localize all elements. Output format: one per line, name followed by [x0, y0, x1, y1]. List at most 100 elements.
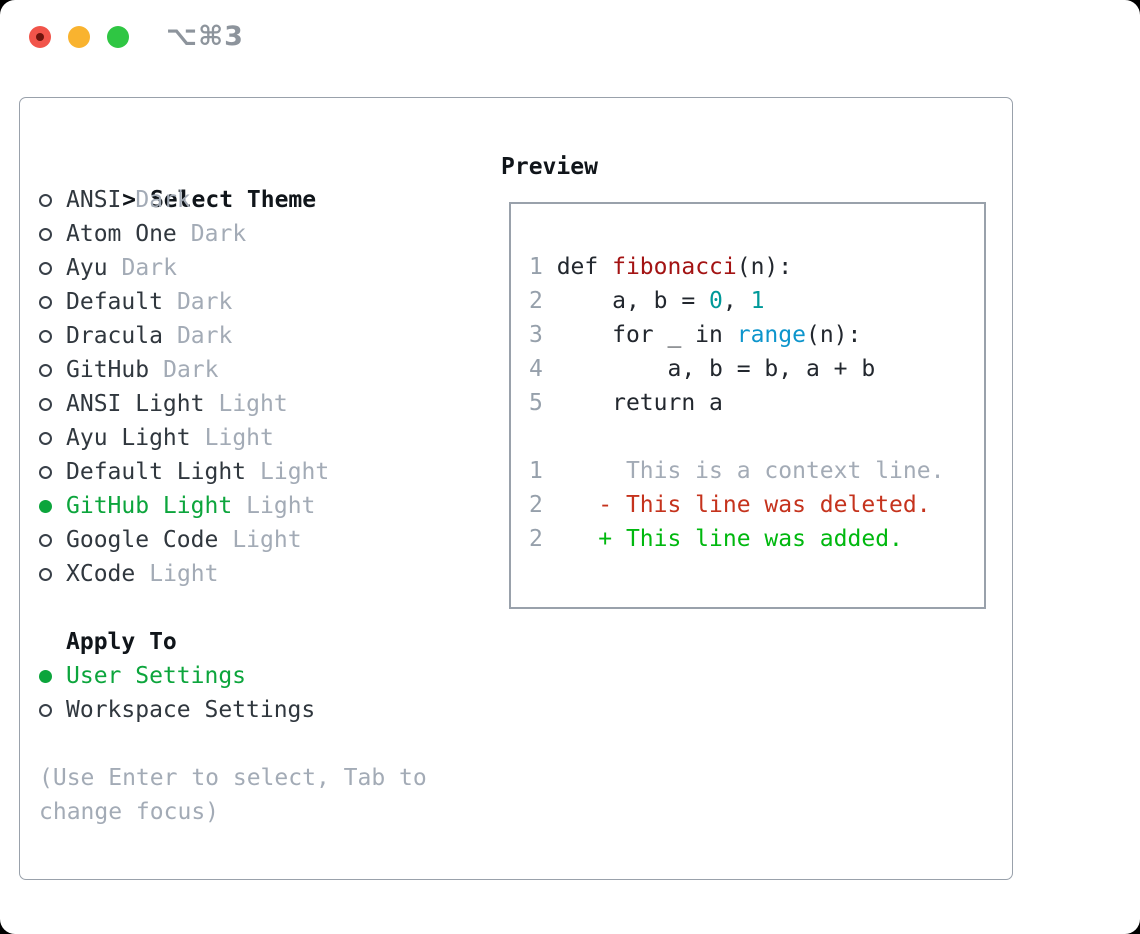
theme-option-default-light[interactable]: Default Light Light [39, 455, 329, 489]
option-variant-label: Dark [176, 289, 233, 315]
code-segment: for _ in [542, 322, 737, 348]
code-segment: This is a context line. [542, 458, 945, 484]
option-variant-label: Light [204, 425, 274, 451]
line-number: 1 [529, 254, 543, 280]
code-segment: fibonacci [612, 254, 737, 280]
line-number: 2 [529, 492, 543, 518]
radio-icon [39, 329, 52, 343]
help-text-line: (Use Enter to select, Tab to [39, 765, 427, 791]
option-label: GitHub [66, 357, 150, 383]
code-segment: a, b = b, a + b [542, 356, 876, 382]
preview-title: Preview [501, 154, 598, 180]
option-label: Ayu [66, 255, 108, 281]
close-button[interactable] [29, 26, 51, 48]
option-variant-label: Dark [190, 221, 247, 247]
record-dot-icon [36, 33, 44, 41]
radio-icon [39, 431, 52, 445]
apply-option-workspace-settings[interactable]: Workspace Settings [39, 693, 315, 727]
radio-icon [39, 397, 52, 411]
radio-selected-icon [39, 499, 52, 513]
radio-icon [39, 363, 52, 377]
line-number: 2 [529, 288, 543, 314]
theme-panel-title: Select Theme [149, 187, 317, 213]
code-line [529, 420, 984, 454]
option-variant-label: Light [246, 493, 316, 519]
titlebar: ⌥⌘3 [0, 0, 1140, 75]
zoom-button[interactable] [107, 26, 129, 48]
theme-option-ayu[interactable]: Ayu Dark [39, 251, 329, 285]
radio-icon [39, 227, 52, 241]
radio-icon [39, 567, 52, 581]
radio-icon [39, 295, 52, 309]
option-label: Dracula [66, 323, 163, 349]
apply-panel-title: Apply To [66, 629, 177, 655]
theme-option-xcode[interactable]: XCode Light [39, 557, 329, 591]
code-line: 1 def fibonacci(n): [529, 250, 984, 284]
code-line: 1 This is a context line. [529, 454, 984, 488]
option-label: Default Light [66, 459, 247, 485]
code-segment: a, b = [542, 288, 710, 314]
option-variant-label: Light [260, 459, 330, 485]
help-text-line: change focus) [39, 799, 220, 825]
apply-option-user-settings[interactable]: User Settings [39, 659, 315, 693]
theme-option-google-code[interactable]: Google Code Light [39, 523, 329, 557]
code-segment: (n): [805, 322, 862, 348]
option-label: Atom One [66, 221, 177, 247]
help-text: (Use Enter to select, Tab to change focus… [39, 761, 427, 829]
theme-option-ayu-light[interactable]: Ayu Light Light [39, 421, 329, 455]
line-number: 2 [529, 526, 543, 552]
option-label: Workspace Settings [66, 697, 316, 723]
theme-option-default[interactable]: Default Dark [39, 285, 329, 319]
option-variant-label: Dark [163, 357, 219, 383]
option-label: Default [66, 289, 163, 315]
theme-option-atom-one[interactable]: Atom One Dark [39, 217, 329, 251]
radio-icon [39, 533, 52, 547]
code-line: 2 + This line was added. [529, 522, 984, 556]
theme-option-github-light[interactable]: GitHub Light Light [39, 489, 329, 523]
option-variant-label: Light [149, 561, 219, 587]
code-segment: - This line was deleted. [542, 492, 931, 518]
window-title: ⌥⌘3 [166, 21, 244, 52]
option-label: Google Code [66, 527, 219, 553]
minimize-button[interactable] [68, 26, 90, 48]
radio-icon [39, 465, 52, 479]
option-variant-label: Light [218, 391, 288, 417]
radio-selected-icon [39, 669, 52, 683]
option-variant-label: Light [232, 527, 302, 553]
selection-cursor-icon: > [122, 187, 136, 213]
line-number: 4 [529, 356, 543, 382]
theme-option-ansi[interactable]: ANSI Dark [39, 183, 329, 217]
code-segment: , [722, 288, 751, 314]
option-label: XCode [66, 561, 136, 587]
code-segment: range [736, 322, 806, 348]
option-variant-label: Dark [176, 323, 233, 349]
line-number: 3 [529, 322, 543, 348]
code-segment: (n): [736, 254, 793, 280]
theme-option-dracula[interactable]: Dracula Dark [39, 319, 329, 353]
radio-icon [39, 703, 52, 717]
code-line: 3 for _ in range(n): [529, 318, 984, 352]
option-label: ANSI [66, 187, 122, 213]
radio-icon [39, 261, 52, 275]
line-number: 5 [529, 390, 543, 416]
line-number: 1 [529, 458, 543, 484]
code-segment: def [542, 254, 613, 280]
code-line: 2 - This line was deleted. [529, 488, 984, 522]
radio-icon [39, 193, 52, 207]
code-segment: 1 [750, 288, 765, 314]
theme-option-github[interactable]: GitHub Dark [39, 353, 329, 387]
code-segment: + This line was added. [542, 526, 903, 552]
option-variant-label: Dark [121, 255, 177, 281]
theme-panel-header: > Select Theme [39, 149, 316, 251]
option-label: GitHub Light [66, 493, 233, 519]
option-variant-label: Dark [135, 187, 191, 213]
option-label: Ayu Light [66, 425, 191, 451]
option-label: User Settings [66, 663, 247, 689]
option-label: ANSI Light [66, 391, 205, 417]
theme-option-ansi-light[interactable]: ANSI Light Light [39, 387, 329, 421]
